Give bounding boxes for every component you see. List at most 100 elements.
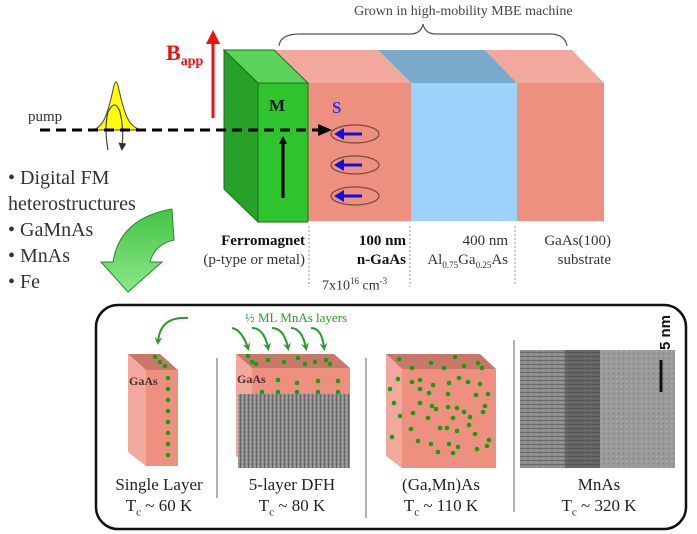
dopant-dot bbox=[461, 363, 467, 369]
dopant-dot bbox=[433, 406, 439, 412]
dopant-dot bbox=[446, 380, 452, 386]
field-label: Bapp bbox=[166, 40, 203, 70]
dopant-dot bbox=[253, 361, 259, 367]
dopant-dot bbox=[395, 376, 401, 382]
panel-name: MnAs bbox=[577, 475, 621, 494]
dopant-dot bbox=[473, 392, 479, 398]
ferromagnet-label: Ferromagnet (p-type or metal) bbox=[203, 232, 305, 270]
formula-as: As bbox=[491, 252, 508, 268]
dopant-dot bbox=[454, 428, 460, 434]
dopant-dot bbox=[446, 441, 452, 447]
dopant-dot bbox=[265, 357, 271, 363]
formula-ga: Ga bbox=[458, 252, 476, 268]
dopant-dot bbox=[281, 359, 287, 365]
dopant-dot bbox=[259, 389, 265, 395]
algaas-label: 400 nm Al0.75Ga0.25As bbox=[427, 232, 508, 275]
dopant-dot bbox=[315, 378, 321, 384]
dopant-dot bbox=[315, 389, 321, 395]
tc-value: ~ 110 K bbox=[419, 496, 479, 515]
dopant-dot bbox=[294, 389, 300, 395]
substrate-label: GaAs(100) substrate bbox=[544, 232, 611, 270]
ferromagnet-subtitle: (p-type or metal) bbox=[203, 252, 305, 268]
material-list: • Digital FM heterostructures • GaMnAs •… bbox=[8, 165, 136, 295]
dopant-dot bbox=[397, 413, 403, 419]
dopant-dot bbox=[323, 357, 329, 363]
algaas-layer bbox=[411, 83, 517, 221]
dopant-dot bbox=[429, 403, 435, 409]
dopant-dot bbox=[425, 415, 431, 421]
dopant-dot bbox=[165, 397, 171, 403]
n-gaas-label: 100 nm n-GaAs bbox=[357, 232, 406, 270]
gaas-label-single: GaAs bbox=[129, 374, 158, 388]
dopant-dot bbox=[461, 409, 467, 415]
dopant-dot bbox=[445, 404, 451, 410]
note-arrows-dfh bbox=[231, 327, 328, 351]
dopant-dot bbox=[485, 391, 491, 397]
substrate-title: GaAs(100) bbox=[544, 233, 611, 249]
formula-al: Al bbox=[427, 252, 443, 268]
dopant-dot bbox=[428, 441, 434, 447]
tc-symbol: T bbox=[403, 496, 415, 515]
dopant-dot bbox=[466, 422, 472, 428]
dopant-dot bbox=[409, 365, 415, 371]
dopant-dot bbox=[450, 450, 456, 456]
tc-value: ~ 320 K bbox=[576, 496, 637, 515]
bullet-item: • Digital FM bbox=[8, 167, 110, 189]
n-gaas-thickness: 100 nm bbox=[358, 233, 406, 249]
dots-gamnas bbox=[387, 354, 492, 456]
panel-dfh-cube bbox=[236, 354, 350, 468]
panel-name: Single Layer bbox=[115, 475, 203, 494]
dopant-dot bbox=[165, 375, 171, 381]
doping-base: 7x10 bbox=[322, 278, 350, 294]
dopant-dot bbox=[165, 452, 171, 458]
dots-single bbox=[152, 354, 171, 458]
dopant-dot bbox=[165, 430, 171, 436]
tc-symbol: T bbox=[561, 496, 572, 515]
panel-caption-mnas: MnAs Tc ~ 320 K bbox=[518, 474, 680, 523]
dots-dfh bbox=[245, 353, 341, 395]
substrate-subtitle: substrate bbox=[557, 252, 611, 268]
dopant-dot bbox=[294, 380, 300, 386]
bullet-item: • MnAs bbox=[8, 245, 71, 267]
field-label-main: B bbox=[166, 40, 181, 65]
mnas-tem-image bbox=[520, 350, 675, 468]
dopant-dot bbox=[417, 377, 423, 383]
dopant-dot bbox=[465, 379, 471, 385]
panel-caption-dfh: 5-layer DFH Tc ~ 80 K bbox=[222, 474, 362, 523]
dopant-dot bbox=[482, 403, 488, 409]
dopant-dot bbox=[327, 361, 333, 367]
panel-caption-single: Single Layer Tc ~ 60 K bbox=[98, 474, 220, 523]
dopant-dot bbox=[396, 356, 402, 362]
panel-single-layer-cube bbox=[128, 354, 178, 466]
magnetization-label: M bbox=[269, 96, 286, 115]
tc-sub: c bbox=[269, 506, 275, 519]
mbe-bracket bbox=[278, 23, 568, 47]
dopant-dot bbox=[455, 444, 461, 450]
n-gaas-layer bbox=[308, 83, 411, 221]
big-curved-arrow bbox=[99, 208, 175, 293]
doping-exp: 16 bbox=[350, 276, 359, 286]
dfh-tem-image bbox=[238, 394, 350, 468]
note-arrow-single bbox=[154, 316, 189, 345]
dopant-dot bbox=[474, 446, 480, 452]
panel-tc: Tc ~ 110 K bbox=[370, 495, 512, 523]
doping-unit: cm bbox=[359, 278, 380, 294]
dopant-dot bbox=[428, 360, 434, 366]
tc-sub: c bbox=[571, 506, 577, 519]
algaas-thickness: 400 nm bbox=[462, 233, 508, 249]
n-gaas-top-face bbox=[274, 50, 411, 83]
dopant-dot bbox=[444, 425, 450, 431]
n-gaas-doping: 7x1016 cm-3 bbox=[322, 272, 387, 296]
dopant-dot bbox=[387, 386, 393, 392]
dopant-dot bbox=[486, 437, 492, 443]
dopant-dot bbox=[249, 359, 255, 365]
dopant-dot bbox=[335, 378, 341, 384]
dopant-dot bbox=[450, 415, 456, 421]
dopant-dot bbox=[275, 377, 281, 383]
tc-value: ~ 60 K bbox=[141, 496, 193, 515]
dopant-dot bbox=[409, 379, 415, 385]
panel-name: 5-layer DFH bbox=[248, 475, 336, 494]
panel-tc: Tc ~ 60 K bbox=[98, 495, 220, 523]
dopant-dot bbox=[452, 354, 458, 360]
